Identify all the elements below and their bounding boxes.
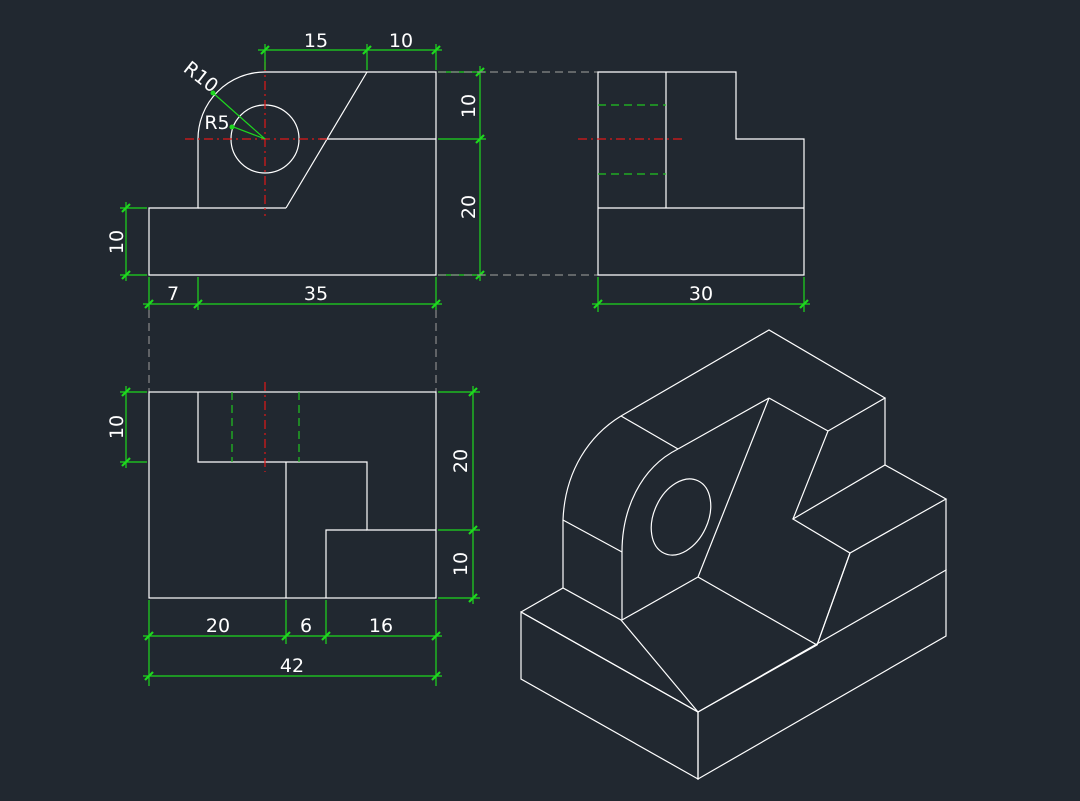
dim-tick bbox=[121, 270, 131, 280]
front-view bbox=[148, 62, 437, 276]
side-view bbox=[578, 71, 805, 276]
dim-label-6: 6 bbox=[300, 615, 312, 637]
dim-label-10-left: 10 bbox=[106, 415, 128, 439]
dim-tick bbox=[468, 593, 478, 603]
dim-tick bbox=[431, 45, 441, 55]
top-view bbox=[148, 382, 437, 599]
dim-tick bbox=[121, 387, 131, 397]
radius-leader-r10 bbox=[211, 91, 266, 140]
radius-leader-r5 bbox=[230, 125, 266, 140]
iso-upright-bottom-edge bbox=[621, 576, 699, 621]
iso-base-top-front-edge bbox=[520, 611, 699, 713]
projection-lines bbox=[148, 71, 598, 392]
isometric-view bbox=[520, 329, 948, 781]
radius-label-r5: R5 bbox=[204, 112, 229, 134]
front-view-slope-edge bbox=[285, 71, 368, 209]
dim-label-10-left: 10 bbox=[106, 230, 128, 254]
dim-label-16: 16 bbox=[369, 615, 393, 637]
dim-tick bbox=[431, 299, 441, 309]
dim-tick bbox=[281, 631, 291, 641]
side-view-outline bbox=[597, 71, 805, 276]
dim-label-42: 42 bbox=[280, 655, 304, 677]
iso-upright-back-outline bbox=[562, 329, 887, 521]
iso-upright-top-front-edge bbox=[677, 397, 770, 450]
dim-tick bbox=[468, 387, 478, 397]
dim-tick bbox=[193, 299, 203, 309]
top-view-step-outline bbox=[197, 392, 436, 531]
dim-tick bbox=[260, 45, 270, 55]
dim-label-7: 7 bbox=[167, 283, 179, 305]
dim-tick bbox=[321, 631, 331, 641]
dim-tick bbox=[593, 299, 603, 309]
dim-label-20-right: 20 bbox=[458, 195, 480, 219]
dim-tick bbox=[121, 457, 131, 467]
dim-tick bbox=[475, 134, 485, 144]
dim-label-15: 15 bbox=[304, 30, 328, 52]
dim-label-20-bottom: 20 bbox=[206, 615, 230, 637]
dim-label-10-right: 10 bbox=[458, 94, 480, 118]
dim-tick bbox=[121, 203, 131, 213]
dim-label-30: 30 bbox=[689, 283, 713, 305]
dim-tick bbox=[144, 631, 154, 641]
iso-upright-top-right-edge bbox=[768, 397, 829, 432]
top-view-dimensions: 10 20 10 20 6 16 42 bbox=[106, 386, 480, 686]
iso-upright-front-curve bbox=[621, 448, 679, 620]
side-view-dimensions: 30 bbox=[592, 277, 810, 312]
top-view-outline bbox=[148, 391, 437, 599]
iso-slope-edge bbox=[697, 397, 770, 578]
front-view-dimensions: 15 10 R10 R5 10 10 20 7 35 bbox=[106, 30, 486, 310]
dim-tick bbox=[431, 671, 441, 681]
iso-ledge-edge bbox=[697, 576, 818, 646]
dim-tick bbox=[144, 671, 154, 681]
dim-tick bbox=[799, 299, 809, 309]
dim-tick bbox=[362, 45, 372, 55]
dim-label-10-right: 10 bbox=[450, 552, 472, 576]
dim-label-35: 35 bbox=[304, 283, 328, 305]
iso-base-right-face bbox=[697, 568, 947, 781]
iso-hole bbox=[650, 478, 712, 556]
dim-tick bbox=[468, 525, 478, 535]
iso-upright-top-edge bbox=[620, 415, 679, 450]
iso-upright-step-edge bbox=[562, 519, 623, 553]
dim-tick bbox=[144, 299, 154, 309]
dim-tick bbox=[431, 631, 441, 641]
top-view-lower-block bbox=[325, 529, 367, 598]
dim-label-10-top: 10 bbox=[389, 30, 413, 52]
front-view-outline bbox=[148, 71, 437, 276]
radius-dot bbox=[229, 124, 235, 130]
dim-label-20-right: 20 bbox=[450, 449, 472, 473]
iso-step-front-edge bbox=[816, 552, 851, 646]
radius-dot bbox=[210, 90, 216, 96]
